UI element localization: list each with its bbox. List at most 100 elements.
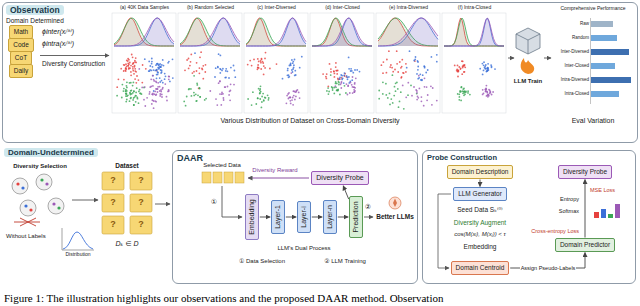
scatter-dot <box>419 73 421 75</box>
scatter-dot <box>166 96 168 98</box>
scatter-dot <box>172 77 174 79</box>
scatter-dot <box>486 92 488 94</box>
scatter-dot <box>460 87 462 89</box>
scatter-dot <box>130 71 132 73</box>
scatter-dot <box>196 84 198 86</box>
scatter-dot <box>392 71 394 73</box>
scatter-dot <box>425 72 427 74</box>
scatter-dot <box>224 86 226 88</box>
section-label: Domain Determined <box>6 17 64 24</box>
scatter-dot <box>382 81 384 83</box>
scatter-dot <box>417 66 419 68</box>
scatter-dot <box>216 104 218 106</box>
subplot-caption: (d) Inter-Closed <box>325 5 360 11</box>
scatter-dot <box>168 61 170 63</box>
scatter-dot <box>128 68 130 70</box>
scatter-dot <box>326 73 328 75</box>
scatter-dot <box>157 63 159 65</box>
scatter-dot <box>144 58 146 60</box>
scatter-dot <box>136 75 138 77</box>
scatter-dot <box>426 99 428 101</box>
density-fill <box>246 18 306 46</box>
scatter-dot <box>219 72 221 74</box>
scatter-dot <box>298 92 300 94</box>
scatter-dot <box>132 70 134 72</box>
scatter-dot <box>151 70 153 72</box>
scatter-dot <box>396 50 398 52</box>
scatter-dot <box>401 76 403 78</box>
scatter-dot <box>335 62 337 64</box>
bar <box>591 91 619 97</box>
scatter-dot <box>260 68 262 70</box>
scatter-dot <box>340 84 342 86</box>
scatter-dot <box>193 75 195 77</box>
domain-doc: Daily <box>9 64 33 77</box>
scatter-dot <box>123 70 125 72</box>
dot <box>24 204 27 207</box>
scatter-dot <box>414 60 416 62</box>
scatter-dot <box>134 61 136 63</box>
scatter-dot <box>415 89 417 91</box>
scatter-dot <box>126 60 128 62</box>
scatter-dot <box>410 85 412 87</box>
scatter-dot <box>258 61 260 63</box>
callout-number: ① <box>211 198 217 206</box>
scatter-dot <box>198 87 200 89</box>
scatter-dot <box>461 60 463 62</box>
scatter-dot <box>159 63 161 65</box>
scatter-dot <box>487 63 489 65</box>
scatter-dot <box>297 89 299 91</box>
doc <box>130 216 152 234</box>
scatter-dot <box>204 71 206 73</box>
subplot-caption: (b) Random Selected <box>187 5 234 11</box>
box-text: Code <box>13 41 29 48</box>
scatter-dot <box>167 91 169 93</box>
step-label: LLM Train <box>514 78 542 85</box>
scatter-dot <box>261 107 263 109</box>
scatter-dot <box>265 52 267 54</box>
scatter-dot <box>125 92 127 94</box>
scatter-dot <box>290 63 292 65</box>
scatter-dot <box>337 89 339 91</box>
scatter-dot <box>264 67 266 69</box>
scatter-dot <box>166 100 168 102</box>
scatter-dot <box>293 95 295 97</box>
bar <box>591 63 615 69</box>
density-curve <box>114 18 174 46</box>
scatter-dot <box>153 107 155 109</box>
scatter-dot <box>401 59 403 61</box>
scatter-dot <box>424 77 426 79</box>
scatter-dot <box>130 74 132 76</box>
scatter-dot <box>127 60 129 62</box>
scatter-dot <box>339 94 341 96</box>
scatter-dot <box>492 91 494 93</box>
density-curve <box>378 18 438 46</box>
scatter-dot <box>263 65 265 67</box>
scatter-dot <box>156 81 158 83</box>
scatter-dot <box>339 78 341 80</box>
scatter-dot <box>233 84 235 86</box>
bar-chart <box>591 18 632 104</box>
scatter-dot <box>129 62 131 64</box>
scatter-dot <box>389 104 391 106</box>
density-fill <box>312 18 372 46</box>
scatter-dot <box>421 96 423 98</box>
reward-arrow <box>248 178 309 179</box>
scatter-dot <box>341 79 343 81</box>
scatter-dot <box>156 74 158 76</box>
scatter-dot <box>230 83 232 85</box>
scatter-dot <box>183 101 185 103</box>
scatter-dot <box>149 86 151 88</box>
scatter-dot <box>125 67 127 69</box>
doc <box>102 172 124 190</box>
scatter-dot <box>127 62 129 64</box>
scatter-dot <box>352 76 354 78</box>
scatter-dot <box>289 100 291 102</box>
scatter-dot <box>389 93 391 95</box>
axis <box>590 18 591 104</box>
scatter-dot <box>337 90 339 92</box>
scatter-dot <box>263 100 265 102</box>
scatter-dot <box>125 69 127 71</box>
dot <box>29 208 32 211</box>
scatter-dot <box>465 91 467 93</box>
